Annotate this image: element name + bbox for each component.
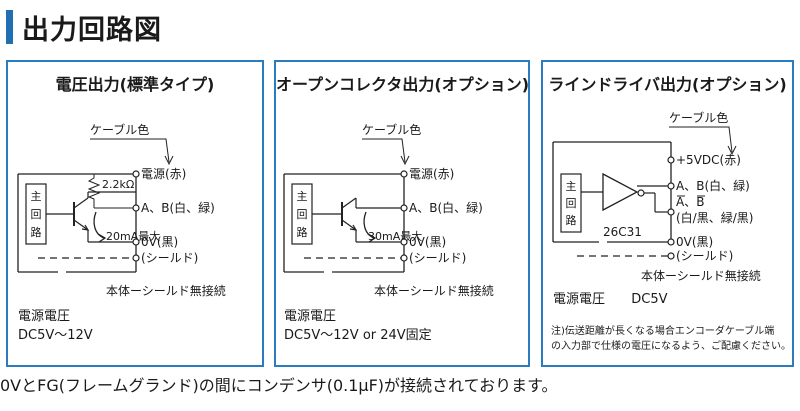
main-circuit-char: 主 <box>566 180 577 193</box>
main-circuit-char: 回 <box>566 197 577 210</box>
resistor-symbol <box>87 174 101 208</box>
pin-label: A、B(白、緑) <box>409 200 483 215</box>
main-circuit-char: 主 <box>31 190 42 203</box>
line-driver-symbol <box>602 172 639 212</box>
body-note: 本体ーシールド無接続 <box>641 268 761 283</box>
spec-label: 電源電圧 <box>18 309 71 324</box>
note-line: 注)伝送距離が長くなる場合エンコーダケーブル端 <box>551 326 775 337</box>
supply-voltage: 電源電圧 DC5V <box>553 290 668 309</box>
main-circuit-char: 回 <box>31 208 42 221</box>
main-circuit-char: 路 <box>31 226 42 239</box>
pin-label: A、B(白、緑) <box>141 200 215 215</box>
cable-color-label: ケーブル色 <box>669 110 728 125</box>
page-title: 出力回路図 <box>22 15 162 46</box>
main-circuit-char: 路 <box>566 214 577 227</box>
ic-part-number: 26C31 <box>603 225 642 239</box>
cable-length-note: 注)伝送距離が長くなる場合エンコーダケーブル端 の入力部で仕様の電圧になるよう、… <box>551 324 791 354</box>
pin-label: A、B(白、緑) <box>676 178 750 193</box>
title-accent-bar <box>6 10 13 44</box>
main-circuit-char: 回 <box>297 208 308 221</box>
resistor-value: 2.2kΩ <box>102 178 134 191</box>
circuit-diagram-line-driver: ケーブル色 主 回 路 26C31 +5VDC(赤) A、B(白、緑) A、B … <box>552 110 761 283</box>
pin-label: 電源(赤) <box>409 167 454 181</box>
main-circuit-block <box>560 173 582 233</box>
pin-label: +5VDC(赤) <box>676 153 741 167</box>
body-note: 本体ーシールド無接続 <box>374 283 494 298</box>
capacitor-note: 0VとFG(フレームグランド)の間にコンデンサ(0.1μF)が接続されております… <box>0 376 558 395</box>
body-note: 本体ーシールド無接続 <box>106 283 226 298</box>
panel-voltage-output: 電圧出力(標準タイプ) ケーブル色 主 回 路 2.2kΩ 20mA最大 電源 <box>6 60 264 367</box>
pin-label: 0V(黒) <box>409 235 446 249</box>
supply-voltage: 電源電圧 DC5V〜12V <box>18 307 93 345</box>
panel-title: 電圧出力(標準タイプ) <box>55 75 215 94</box>
pin-label: (シールド) <box>409 251 466 265</box>
circuit-diagram-open-collector: ケーブル色 主 回 路 30mA最大 電源(赤) A、B(白、緑) 0V(黒) … <box>283 122 494 298</box>
note-line: の入力部で仕様の電圧になるよう、ご配慮ください。 <box>551 341 791 352</box>
pin-label: (シールド) <box>141 251 198 265</box>
supply-voltage: 電源電圧 DC5V〜12V or 24V固定 <box>284 307 432 345</box>
spec-label: 電源電圧 <box>553 292 606 307</box>
panel-title: ラインドライバ出力(オプション) <box>548 75 787 94</box>
main-circuit-char: 路 <box>297 226 308 239</box>
cable-color-label: ケーブル色 <box>90 122 149 137</box>
pin-label: (シールド) <box>676 249 733 263</box>
main-circuit-char: 主 <box>297 190 308 203</box>
spec-value: DC5V〜12V or 24V固定 <box>284 328 432 343</box>
spec-value: DC5V <box>631 292 668 307</box>
panel-open-collector: オープンコレクタ出力(オプション) ケーブル色 主 回 路 30mA最大 電源(… <box>274 60 530 367</box>
current-rating: 20mA最大 <box>106 229 160 243</box>
pin-label: 0V(黒) <box>676 235 713 249</box>
spec-label: 電源電圧 <box>284 309 337 324</box>
current-rating: 30mA最大 <box>368 229 422 243</box>
pin-label-inverted: A、B <box>676 195 704 209</box>
circuit-diagram-voltage: ケーブル色 主 回 路 2.2kΩ 20mA最大 電源(赤) A、B(白、緑) <box>17 122 226 298</box>
pin-label: 0V(黒) <box>141 235 178 249</box>
pin-label: 電源(赤) <box>141 167 186 181</box>
pin-label: (白/黒、緑/黒) <box>676 210 753 225</box>
spec-value: DC5V〜12V <box>18 328 93 343</box>
cable-color-label: ケーブル色 <box>362 122 421 137</box>
panel-title: オープンコレクタ出力(オプション) <box>276 75 530 94</box>
panel-line-driver: ラインドライバ出力(オプション) ケーブル色 主 回 路 26C31 +5VDC… <box>541 60 794 367</box>
